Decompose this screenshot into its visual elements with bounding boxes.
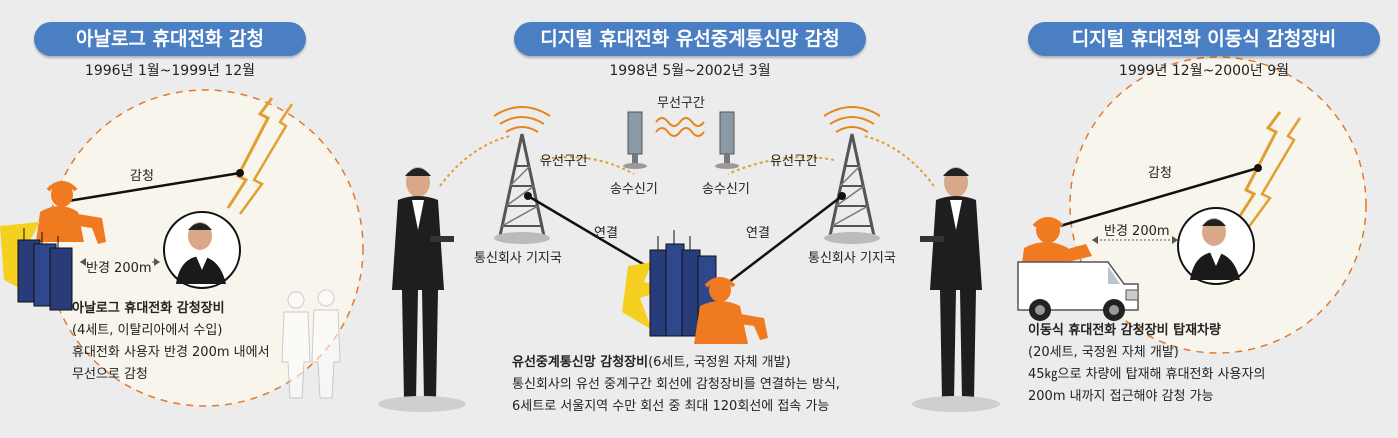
left-desc-title: 아날로그 휴대전화 감청장비 [72,301,225,316]
right-description: 이동식 휴대전화 감청장비 탑재차량 (20세트, 국정원 자체 개발) 45㎏… [1028,320,1265,408]
left-desc-line: 휴대전화 사용자 반경 200m 내에서 [72,345,270,360]
center-desc-title: 유선중계통신망 감청장비 [512,355,649,370]
wired-right-label: 유선구간 [770,154,818,169]
right-intercept-line [1059,166,1259,228]
left-radius-label: 반경 200m [86,257,152,276]
right-desc-title: 이동식 휴대전화 감청장비 탑재차량 [1028,323,1221,338]
right-title-banner: 디지털 휴대전화 이동식 감청장비 [1028,22,1380,56]
right-transceiver [715,111,739,169]
left-intercept-line [61,171,241,204]
right-phone-wave [863,135,935,187]
left-phone-wave [439,135,511,187]
base-right-label: 통신회사 기지국 [808,251,896,266]
center-desc-line: 통신회사의 유선 중계구간 회선에 감청장비를 연결하는 방식, [512,377,840,392]
left-date: 1996년 1월~1999년 12월 [84,63,256,79]
right-intercept-label: 감청 [1148,166,1172,181]
right-signal-bolt-2 [1246,117,1302,229]
right-desc-line: (20세트, 국정원 자체 개발) [1028,345,1179,360]
left-bystanders [281,289,341,399]
left-desc-line: 무선으로 감청 [72,367,148,382]
left-intercept-point [236,169,244,177]
right-desc-line: 45㎏으로 차량에 탑재해 휴대전화 사용자의 [1028,367,1266,382]
left-user-portrait [163,211,241,289]
left-wired-line [539,156,635,175]
wireless-label: 무선구간 [657,96,705,111]
left-phone-user [378,167,466,412]
center-date: 1998년 5월~2002년 3월 [609,63,771,79]
left-desc-line: (4세트, 이탈리아에서 수입) [72,323,223,338]
right-phone-user [912,167,1000,412]
center-panel-art [378,106,1000,412]
right-panel-art [1017,56,1367,354]
left-signal-bolt [226,97,274,209]
base-left-label: 통신회사 기지국 [474,251,562,266]
left-panel-art [0,89,364,407]
surveillance-van [1017,261,1139,321]
left-title-banner: 아날로그 휴대전화 감청 [34,22,306,56]
right-desc-line: 200m 내까지 접근해야 감청 가능 [1028,389,1214,404]
wired-left-label: 유선구간 [540,154,588,169]
right-radius-label: 반경 200m [1104,220,1170,239]
left-signal-bolt-2 [238,103,294,215]
center-description: 유선중계통신망 감청장비(6세트, 국정원 자체 개발) 통신회사의 유선 중계… [512,352,840,418]
left-transceiver [623,111,647,169]
left-tower [494,133,550,244]
left-spy-figure [36,181,106,244]
center-title-banner: 디지털 휴대전화 유선중계통신망 감청 [514,22,866,56]
connect-right-label: 연결 [746,226,770,241]
left-intercept-label: 감청 [130,169,154,184]
right-tower [824,133,880,244]
right-date: 1999년 12월~2000년 9월 [1118,63,1290,79]
left-description: 아날로그 휴대전화 감청장비 (4세트, 이탈리아에서 수입) 휴대전화 사용자… [72,298,270,386]
center-desc-note: (6세트, 국정원 자체 개발) [648,355,791,370]
wireless-waves [655,117,705,137]
right-spy-figure [1022,217,1092,264]
right-signal-bolt [1234,111,1282,223]
center-spy-figure [694,277,768,344]
connect-left-label: 연결 [594,226,618,241]
transceiver-right-label: 송수신기 [702,182,750,197]
right-user-portrait [1177,207,1255,285]
transceiver-left-label: 송수신기 [610,182,658,197]
center-desc-line: 6세트로 서울지역 수만 회선 중 최대 120회선에 접속 가능 [512,399,830,414]
tower-waves [493,106,881,133]
right-connect-line [715,195,843,293]
left-device-stack [0,222,73,311]
